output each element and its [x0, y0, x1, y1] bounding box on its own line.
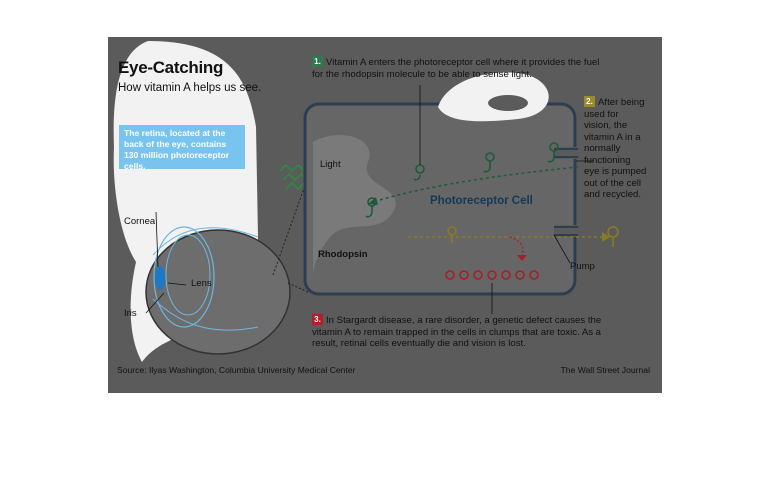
source-line: Source: Ilyas Washington, Columbia Unive…	[117, 365, 356, 375]
label-pump: Pump	[570, 261, 595, 272]
step-1: 1.Vitamin A enters the photoreceptor cel…	[312, 56, 612, 80]
step-1-text: Vitamin A enters the photoreceptor cell …	[312, 57, 600, 80]
rhodopsin-membrane	[313, 134, 396, 277]
step-2-badge: 2.	[584, 96, 595, 107]
diagram-graphics	[113, 41, 619, 362]
step-1-badge: 1.	[312, 56, 323, 67]
retina-callout: The retina, located at the back of the e…	[119, 125, 245, 171]
page-subtitle: How vitamin A helps us see.	[118, 82, 262, 94]
vitamin-a-molecules-gold	[447, 226, 619, 247]
label-iris: Iris	[124, 308, 137, 319]
label-light: Light	[320, 159, 341, 170]
cell-title: Photoreceptor Cell	[430, 195, 533, 207]
label-cornea: Cornea	[124, 216, 156, 227]
step-2-text: After being used for vision, the vitamin…	[584, 97, 647, 200]
eye-illustration	[145, 226, 291, 355]
label-lens: Lens	[191, 278, 212, 289]
infographic-panel: Eye-Catching How vitamin A helps us see.…	[108, 37, 662, 393]
vitamin-a-molecules-green	[365, 142, 559, 218]
label-rhodopsin: Rhodopsin	[318, 249, 368, 260]
step-3: 3.In Stargardt disease, a rare disorder,…	[312, 314, 612, 350]
step-2: 2.After being used for vision, the vitam…	[584, 96, 648, 201]
page-title: Eye-Catching	[118, 58, 224, 77]
vitamin-a-clumps-red	[445, 270, 539, 280]
publisher-credit: The Wall Street Journal	[560, 365, 650, 375]
step-3-text: In Stargardt disease, a rare disorder, a…	[312, 315, 602, 349]
step-3-badge: 3.	[312, 314, 323, 325]
